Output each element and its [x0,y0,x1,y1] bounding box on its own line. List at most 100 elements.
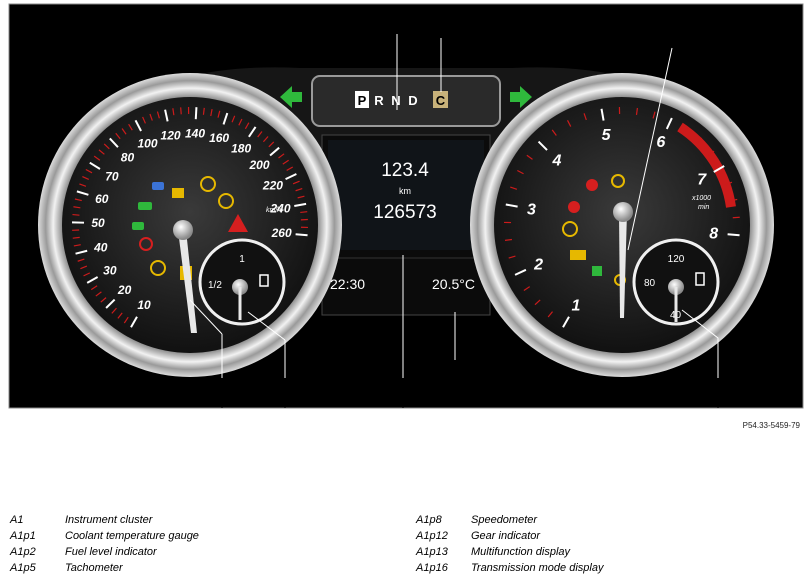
trip-value: 123.4 [381,160,429,181]
mode-indicator-box [433,91,448,108]
dial-tick [526,154,533,160]
speedometer-ticks [72,107,308,328]
dial-tick [537,140,548,151]
legend-code: A1p1 [10,530,36,542]
legend-text: Fuel level indicator [65,546,157,558]
dial-tick [74,198,82,202]
mode-indicator-letter: C [436,93,446,108]
coolant-left-label: 80 [644,278,656,289]
dial-label: 120 [161,128,181,142]
outside-temperature: 20.5°C [432,276,475,292]
tachometer-needle [619,212,627,318]
legend-text: Instrument cluster [65,514,153,526]
callout-a1p5: A1p5 [657,36,684,48]
figure-reference: P54.33-5459-79 [742,421,800,430]
seatbelt-warning-icon [586,179,598,191]
callout-a1: A1 [446,363,460,375]
dial-tick [100,297,107,303]
tachometer-hub [613,202,633,222]
gear-box-active [355,91,369,108]
dial-tick [514,268,527,276]
dial-tick [77,258,85,262]
dial-tick [665,117,673,130]
dial-tick [149,113,153,121]
legend-text: Gear indicator [471,530,541,542]
dial-tick [79,183,87,187]
dial-tick [730,198,738,202]
fuel-full-label: 1 [239,254,245,265]
legend-code: A1p13 [416,546,448,558]
dial-tick [142,116,146,124]
dial-tick [172,108,175,116]
fuel-half-label: 1/2 [208,280,222,291]
general-warning-icon [562,221,578,237]
dial-tick [121,128,127,135]
dial-tick [257,131,263,138]
dial-label: 40 [93,241,108,255]
parking-brake-icon [200,176,216,192]
dial-tick [727,233,740,237]
gear-letter: P [358,93,367,108]
dial-label: 3 [527,202,536,219]
dial-label: 240 [269,202,290,216]
dial-tick [295,188,303,192]
dial-tick [210,108,213,117]
dial-tick [708,150,715,156]
dial-tick [115,132,121,140]
dial-tick [95,291,102,297]
dial-tick [75,249,88,255]
dial-label: 100 [138,137,158,151]
dial-tick [295,233,308,237]
legend-code: A1p8 [416,514,442,526]
dial-tick [297,195,305,199]
brake-warning-icon [139,237,153,251]
dial-label: 200 [248,158,269,172]
dial-tick [517,169,524,175]
display-screen [328,140,484,250]
tire-pressure-icon [218,193,234,209]
gear-indicator-panel [311,75,501,127]
dial-tick [111,307,117,314]
dial-label: 10 [137,298,151,312]
dial-tick [98,149,105,155]
coolant-temperature-icon [695,272,705,286]
dial-tick [90,285,98,291]
dial-tick [156,111,160,119]
dial-tick [202,107,205,115]
speedometer-needle [178,230,197,333]
dial-tick [222,112,229,125]
callout-a1p12: A1p12 [378,17,411,29]
callout-lines [189,34,719,386]
dial-tick [244,122,250,130]
airbag-warning-icon [568,201,580,213]
esp-warning-icon [172,188,184,198]
dial-tick [231,115,236,123]
dial-label: 20 [117,283,132,297]
legend-code: A1p5 [10,562,36,574]
dial-label: 260 [271,226,292,240]
tachometer-unit-min: min [698,204,709,211]
dial-label: 60 [95,192,109,206]
dial-tick [72,236,80,239]
dial-tick [85,168,93,174]
dial-tick [547,311,553,318]
dial-tick [508,255,516,259]
dial-label: 220 [262,178,283,192]
odometer-value: 126573 [373,202,436,223]
callout-a1p2: A1p2 [256,387,283,399]
dial-tick [89,161,101,170]
clock-time: 22:30 [330,276,365,292]
dial-tick [248,126,257,138]
trip-unit: km [399,186,411,196]
dial-label: 160 [209,131,229,145]
fuel-pump-icon [259,274,269,287]
dial-tick [562,316,570,328]
